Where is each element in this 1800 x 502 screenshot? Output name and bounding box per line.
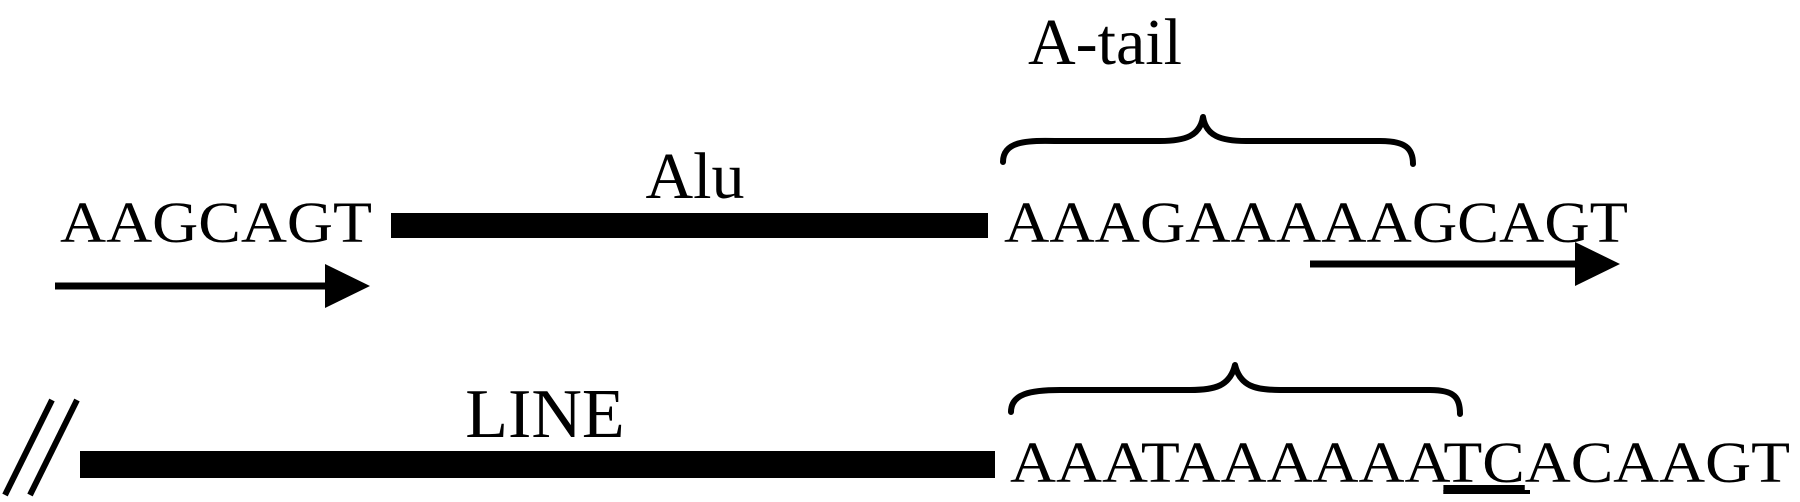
alu-left-sequence: AAGCAGT [60,190,372,255]
line-sequence-part2: ACAAGT [1525,430,1790,495]
left-arrowhead [325,264,370,308]
right-arrowhead [1575,242,1620,286]
line-element-bar [80,451,995,478]
line-a-tail-brace [1008,362,1463,417]
line-sequence-part1: AAATAAAAAA [1010,430,1451,495]
line-label: LINE [465,376,624,453]
alu-right-sequence: AAAGAAAAAGCAGT [1004,190,1628,255]
alu-element-bar [391,213,988,238]
break-mark-2 [27,398,80,497]
line-sequence-underlined: TC [1443,430,1524,495]
alu-label: Alu [646,140,745,213]
a-tail-brace [1000,114,1416,167]
break-mark-1 [2,398,55,497]
a-tail-label: A-tail [1028,6,1182,79]
